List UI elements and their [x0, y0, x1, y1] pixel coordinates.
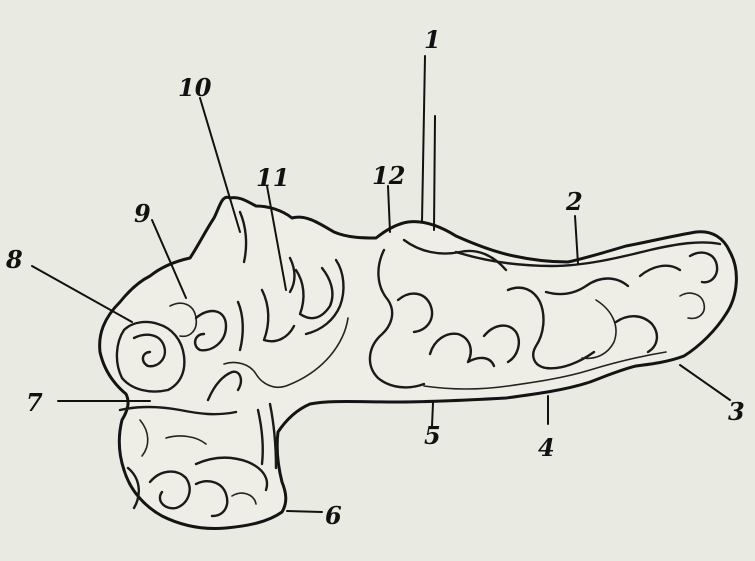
label-8: 8	[5, 245, 23, 274]
label-4: 4	[538, 433, 555, 462]
label-2: 2	[565, 187, 583, 216]
label-5: 5	[424, 421, 441, 450]
leader-2	[575, 216, 578, 264]
label-11: 11	[256, 163, 289, 192]
label-7: 7	[26, 388, 43, 417]
label-10: 10	[178, 73, 212, 102]
label-6: 6	[325, 501, 342, 530]
leader-8	[32, 266, 132, 322]
label-12: 12	[372, 161, 405, 190]
leader-1	[422, 56, 425, 222]
leader-12	[388, 186, 390, 232]
specimen-outline	[100, 197, 737, 528]
leader-3	[680, 365, 730, 400]
leader-6	[287, 511, 322, 512]
label-3: 3	[728, 397, 745, 426]
label-9: 9	[134, 199, 151, 228]
label-1: 1	[424, 25, 441, 54]
leader-1b	[434, 116, 435, 230]
